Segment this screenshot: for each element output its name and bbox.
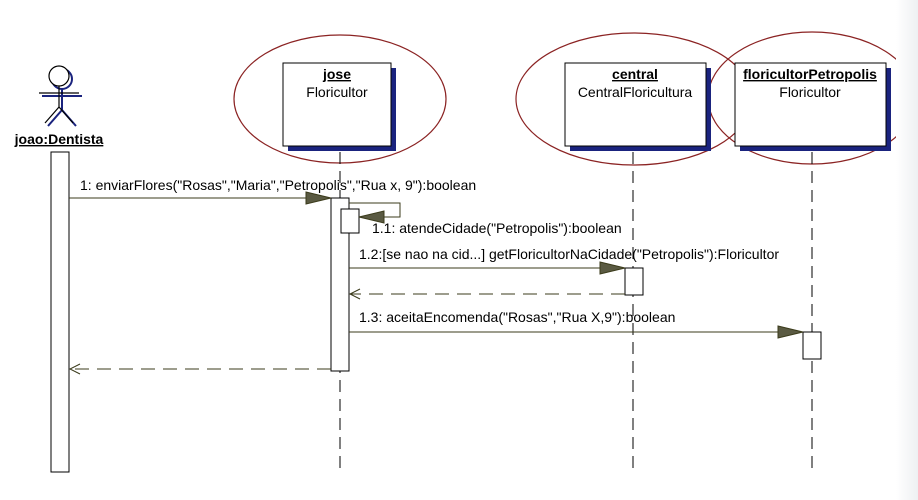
message-1-1-arrowhead [358, 210, 385, 224]
message-1-label: 1: enviarFlores("Rosas","Maria","Petropo… [80, 177, 476, 193]
activation-jose [330, 197, 350, 372]
message-1-1-label: 1.1: atendeCidade("Petropolis"):boolean [372, 220, 622, 236]
object-name-floricultor: floricultorPetropolis [743, 66, 877, 82]
object-class-floricultor: Floricultor [779, 84, 841, 100]
return-1-arrowhead [68, 363, 81, 375]
activation-floricultor [802, 331, 822, 360]
message-1-arrowhead [305, 191, 332, 205]
message-1-2-arrowhead [599, 261, 626, 275]
window-edge-shade [896, 0, 918, 500]
object-box-central: central CentralFloricultura [564, 62, 711, 151]
message-1-1-arrow-line [349, 202, 401, 218]
object-class-central: CentralFloricultura [578, 84, 693, 100]
activation-central [624, 267, 644, 296]
object-name-central: central [612, 66, 658, 82]
actor-label: joao:Dentista [14, 131, 104, 147]
activation-jose-self [340, 208, 360, 234]
object-box-floricultor: floricultorPetropolis Floricultor [734, 62, 891, 151]
object-class-jose: Floricultor [306, 84, 368, 100]
message-1-3-label: 1.3: aceitaEncomenda("Rosas","Rua X,9"):… [359, 309, 675, 325]
object-box-jose: jose Floricultor [282, 62, 396, 151]
actor-activation-bar [50, 151, 70, 473]
message-1-2-label: 1.2:[se nao na cid...] getFloricultorNaC… [359, 246, 779, 262]
object-name-jose: jose [322, 66, 351, 82]
return-1-2-arrowhead [348, 288, 361, 300]
message-1-3-arrowhead [777, 325, 804, 339]
actor-icon [39, 65, 82, 127]
